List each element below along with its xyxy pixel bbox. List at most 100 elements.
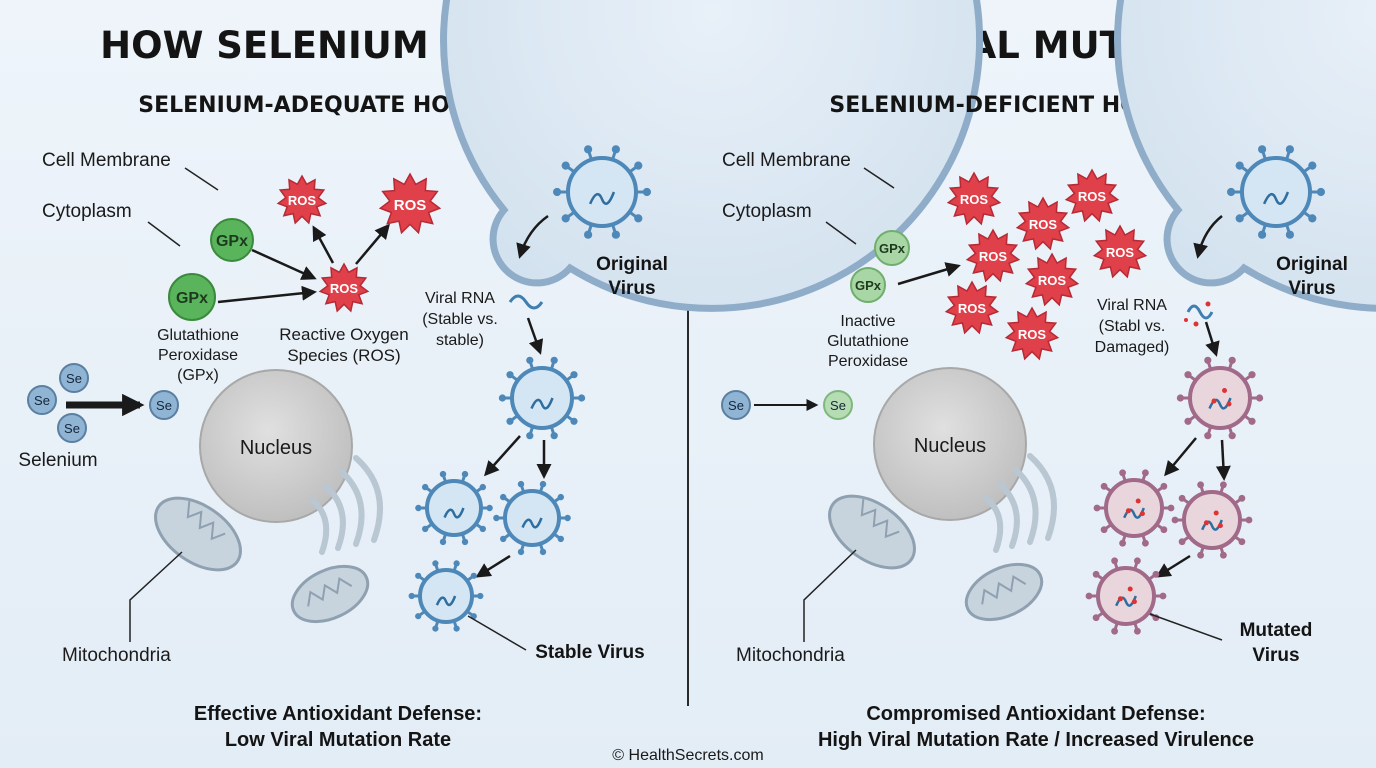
virus-spike-tip <box>1111 557 1118 565</box>
left-gpx-1 <box>210 218 254 262</box>
left-mitochondria-2 <box>290 564 370 624</box>
ros-starburst-shape <box>1024 252 1080 307</box>
virus-spike-tip <box>1285 230 1294 239</box>
left-replicating-virus <box>498 356 586 440</box>
virus-spike-tip <box>500 493 507 501</box>
right-arrow-split-1 <box>1164 437 1197 477</box>
virus-spike-tip <box>1159 592 1167 600</box>
left-ros-center <box>318 262 370 313</box>
virus-spike-tip <box>1092 614 1100 622</box>
left-stable-virus-leader <box>467 615 527 651</box>
virus-spike-tip <box>439 470 447 478</box>
right-ros-7 <box>944 280 1000 335</box>
virus-spike-tip <box>1142 469 1149 477</box>
virus-capsid <box>1188 366 1252 430</box>
virus-spike-tip <box>1119 469 1126 477</box>
virus-spike-tip <box>1197 551 1204 559</box>
right-gpx-2 <box>850 267 886 303</box>
left-gpx-1-label: GPx <box>216 233 248 250</box>
virus-spike-tip <box>517 480 525 488</box>
virus-spike-tip <box>1227 187 1236 197</box>
ros-starburst-shape <box>378 172 442 235</box>
left-original-virus-label-1: Original <box>596 254 668 275</box>
right-mitochondria-label: Mitochondria <box>736 645 845 666</box>
left-arrow-rna-virus <box>526 317 544 355</box>
virus-spike-tip <box>1308 214 1317 223</box>
virus-spike-tip <box>1167 504 1175 512</box>
left-gpx-2 <box>168 273 216 321</box>
virus-spike-tip <box>1085 592 1093 600</box>
right-mutated-virus-3 <box>1085 557 1167 635</box>
virus-spike-tip <box>1235 161 1244 170</box>
virus-spike-tip <box>1176 394 1184 402</box>
virus-capsid <box>1182 490 1242 550</box>
virus-spike-tip <box>584 145 593 154</box>
virus-spike-tip <box>415 613 422 620</box>
left-cell-membrane-label: Cell Membrane <box>42 150 171 171</box>
left-stable-virus-label: Stable Virus <box>535 642 644 663</box>
virus-spike-tip <box>1171 516 1179 524</box>
virus-spike-tip <box>477 592 484 600</box>
left-arrow-ros-top <box>312 225 335 264</box>
left-se-1 <box>59 363 89 393</box>
left-arrow-split-1 <box>483 435 521 477</box>
virus-spike-tip <box>479 525 486 533</box>
virus-spike-tip <box>415 504 422 512</box>
left-arrow-ros-topright <box>355 223 390 265</box>
mutation-dot <box>1131 599 1137 605</box>
virus-spike-tip <box>564 514 571 522</box>
virus-spike-tip <box>500 535 507 543</box>
right-gpx-1 <box>874 230 910 266</box>
left-gpx-caption-2: Peroxidase <box>158 347 238 364</box>
left-original-virus-label-2: Virus <box>608 278 655 299</box>
right-mutated-virus-label-1: Mutated <box>1240 620 1313 641</box>
right-mitochondria-leader <box>803 549 857 642</box>
mutation-dot <box>1203 520 1209 526</box>
left-ros-top-label: ROS <box>288 193 317 208</box>
ros-starburst-shape <box>946 171 1002 226</box>
virus-spike-tip <box>570 417 578 425</box>
virus-spike-tip <box>422 525 429 533</box>
right-arrow-rna-virus <box>1204 321 1220 357</box>
right-arrow-virus-entry <box>1193 215 1223 259</box>
left-cell-membrane-leader <box>184 167 219 191</box>
virus-spike-tip <box>453 560 460 567</box>
mutation-dot <box>1213 510 1219 516</box>
virus-spike-tip <box>584 230 593 239</box>
right-viral-rna-label-1: Viral RNA <box>1097 297 1167 314</box>
virus-spike-tip <box>1184 371 1192 379</box>
right-ros-2-label: ROS <box>1078 189 1107 204</box>
left-se-3-label: Se <box>64 421 80 436</box>
virus-rna <box>1262 191 1290 205</box>
right-mitochondria-1 <box>828 494 916 570</box>
left-ros-top-right-label: ROS <box>394 197 427 214</box>
left-ros-top <box>276 174 328 225</box>
virus-spike-tip <box>1220 551 1227 559</box>
left-mitochondria-label: Mitochondria <box>62 645 171 666</box>
virus-spike-tip <box>486 504 493 512</box>
virus-rna <box>435 595 457 607</box>
left-nucleus-label: Nucleus <box>240 437 312 459</box>
right-mutated-virus-1 <box>1093 469 1175 547</box>
virus-spike-tip <box>493 514 500 522</box>
left-arrow-split-3 <box>475 554 511 578</box>
mutation-dot <box>1211 398 1217 404</box>
right-mutated-virus-leader <box>1149 613 1223 641</box>
virus-spike-tip <box>1220 481 1227 489</box>
virus-spike-tip <box>1111 627 1118 635</box>
virus-spike-tip <box>1142 539 1149 547</box>
virus-spike-tip <box>422 483 429 491</box>
right-se-inside <box>823 390 853 420</box>
virus-spike-tip <box>526 356 534 364</box>
virus-spike-tip <box>1134 627 1141 635</box>
left-mitochondria-leader <box>129 551 183 642</box>
virus-spike-tip <box>1160 526 1168 534</box>
virus-spike-tip <box>432 625 439 632</box>
left-se-1-label: Se <box>66 371 82 386</box>
right-gpx-1-label: GPx <box>879 241 906 256</box>
virus-spike-tip <box>1316 187 1325 197</box>
left-viral-rna-label-3: stable) <box>436 332 484 349</box>
virus-spike-tip <box>557 493 564 501</box>
right-viral-rna-label-3: Damaged) <box>1095 339 1170 356</box>
right-cell-membrane-leader <box>863 167 895 189</box>
